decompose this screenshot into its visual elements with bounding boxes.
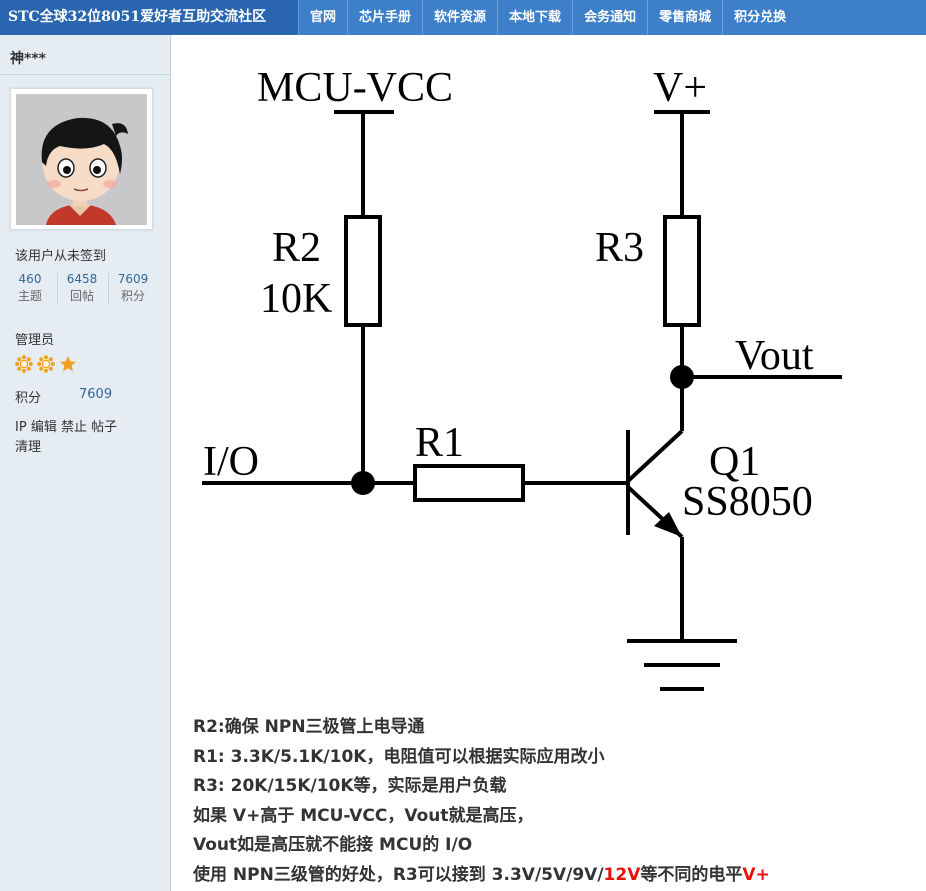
- junction-dot: [351, 471, 375, 495]
- nav-item-points-exchange[interactable]: 积分兑换: [722, 0, 797, 35]
- note-text: 使用 NPN三级管的好处，R3可以接到 3.3V/5V/9V/: [193, 864, 604, 885]
- admin-links: IP 编辑 禁止 帖子 清理: [15, 418, 165, 458]
- label-r1: R1: [415, 420, 464, 466]
- sidebar-divider: [0, 74, 170, 75]
- post-content: MCU-VCC V+ R2 10K R3 Vout I/O R1 Q1 SS80…: [172, 35, 926, 891]
- stat-replies-value[interactable]: 6458: [66, 272, 98, 286]
- admin-link-ip[interactable]: IP: [15, 420, 27, 435]
- signin-status: 该用户从未签到: [15, 249, 107, 264]
- note-line: 如果 V+高于 MCU-VCC，Vout就是高压，: [193, 805, 534, 826]
- note-text: 等不同的电平: [640, 864, 743, 885]
- nav-item-software-resources[interactable]: 软件资源: [422, 0, 497, 35]
- rank-stars: [15, 355, 77, 373]
- note-line: Vout如是高压就不能接 MCU的 I/O: [193, 835, 473, 856]
- stat-points-value[interactable]: 7609: [117, 272, 149, 286]
- note-highlight-vplus: V+: [742, 864, 770, 885]
- transistor-collector-lead: [626, 429, 684, 483]
- label-mcu-vcc: MCU-VCC: [257, 65, 453, 111]
- star-icon: [60, 356, 76, 372]
- top-nav-bar: STC全球32位8051爱好者互助交流社区 官网 芯片手册 软件资源 本地下载 …: [0, 0, 926, 35]
- avatar[interactable]: [16, 94, 147, 225]
- points-label: 积分: [15, 391, 42, 406]
- label-io: I/O: [203, 439, 259, 485]
- circuit-schematic[interactable]: MCU-VCC V+ R2 10K R3 Vout I/O R1 Q1 SS80…: [172, 35, 926, 705]
- stat-replies-label: 回帖: [69, 289, 94, 303]
- label-vout: Vout: [735, 333, 814, 379]
- stat-threads-label: 主题: [17, 289, 42, 303]
- label-r3: R3: [595, 225, 644, 271]
- label-q1: Q1: [709, 439, 760, 485]
- note-line: R3: 20K/15K/10K等，实际是用户负载: [193, 776, 507, 797]
- author-username[interactable]: 神***: [10, 51, 46, 67]
- admin-link-ban[interactable]: 禁止: [60, 420, 87, 435]
- stat-divider: [108, 273, 109, 305]
- stat-divider: [57, 273, 58, 305]
- stat-points-label: 积分: [120, 289, 145, 303]
- resistor-r3: [663, 215, 701, 327]
- note-line: R2:确保 NPN三极管上电导通: [193, 717, 425, 737]
- label-r2: R2: [272, 225, 321, 271]
- stat-replies[interactable]: 6458 回帖: [57, 271, 107, 305]
- avatar-frame[interactable]: [10, 88, 153, 230]
- junction-dot: [670, 365, 694, 389]
- label-r2-value: 10K: [260, 276, 332, 322]
- nav-item-local-download[interactable]: 本地下载: [497, 0, 572, 35]
- resistor-r1: [413, 464, 525, 502]
- emitter-arrow: [654, 512, 682, 537]
- note-line: R1: 3.3K/5.1K/10K，电阻值可以根据实际应用改小: [193, 746, 605, 767]
- stat-threads[interactable]: 460 主题: [5, 271, 55, 305]
- note-highlight-12v: 12V: [603, 864, 641, 885]
- post-notes: R2:确保 NPN三极管上电导通 R1: 3.3K/5.1K/10K，电阻值可以…: [193, 713, 770, 891]
- label-q1-part: SS8050: [682, 479, 813, 525]
- resistor-r2: [344, 215, 382, 327]
- sun-icon: [15, 355, 33, 373]
- sun-icon: [37, 355, 55, 373]
- note-line: 使用 NPN三级管的好处，R3可以接到 3.3V/5V/9V/12V等不同的电平…: [193, 861, 770, 891]
- author-sidebar: 神*** 该用户从未签到 460 主: [0, 35, 171, 891]
- site-title-link[interactable]: STC全球32位8051爱好者互助交流社区: [0, 0, 298, 35]
- nav-item-meeting-notice[interactable]: 会务通知: [572, 0, 647, 35]
- user-role[interactable]: 管理员: [15, 333, 55, 348]
- nav-item-retail-store[interactable]: 零售商城: [647, 0, 722, 35]
- admin-link-posts[interactable]: 帖子: [91, 420, 118, 435]
- stat-threads-value[interactable]: 460: [18, 272, 42, 286]
- nav-item-chip-manual[interactable]: 芯片手册: [347, 0, 422, 35]
- nav-item-official-site[interactable]: 官网: [298, 0, 347, 35]
- points-value[interactable]: 7609: [79, 387, 113, 402]
- stat-points[interactable]: 7609 积分: [108, 271, 158, 305]
- admin-link-clean[interactable]: 清理: [15, 440, 42, 455]
- admin-link-edit[interactable]: 编辑: [30, 420, 57, 435]
- label-vplus: V+: [653, 65, 707, 111]
